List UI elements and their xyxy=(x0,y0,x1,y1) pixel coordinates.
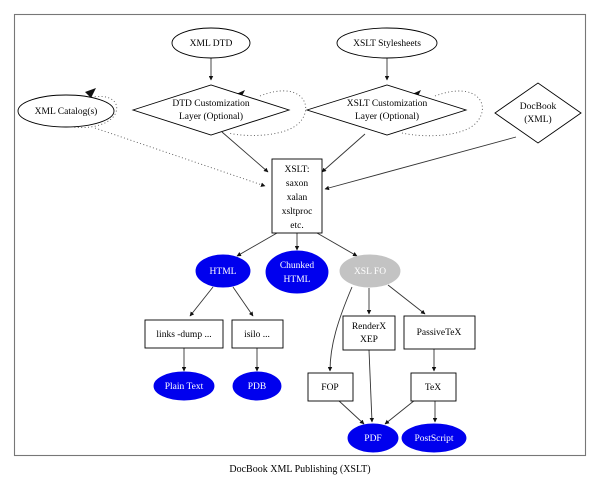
docbook-diamond xyxy=(494,82,582,144)
xml-dtd-ellipse xyxy=(171,27,251,59)
node-xslt-stylesheets[interactable]: XSLT Stylesheets xyxy=(336,27,438,59)
edge-renderx-xep-to-pdf xyxy=(368,349,375,423)
node-xslt-customization[interactable]: XSLT Customization Layer (Optional) xyxy=(305,84,468,136)
links-dump-label: links -dump ... xyxy=(156,330,211,340)
edge-html-to-links-dump xyxy=(189,286,214,317)
edge-dtd-customization-to-xslt-processor xyxy=(221,131,269,173)
edge-xml-catalogs-self-loop-arrowhead xyxy=(85,88,96,98)
pdf-ellipse xyxy=(347,423,399,453)
node-xml-catalogs[interactable]: XML Catalog(s) xyxy=(17,94,115,128)
figure-frame xyxy=(13,13,587,457)
xml-catalogs-ellipse xyxy=(17,94,115,128)
xslt-processor-line-0: XSLT: xyxy=(284,165,309,175)
xslt-processor-box xyxy=(271,158,323,234)
figure-caption: DocBook XML Publishing (XSLT) xyxy=(229,464,370,475)
node-tex[interactable]: TeX xyxy=(410,372,457,402)
edge-fop-to-pdf xyxy=(337,399,365,425)
node-chunked-html[interactable]: Chunked HTML xyxy=(265,250,329,294)
node-xsl-fo[interactable]: XSL FO xyxy=(339,254,401,288)
renderx-xep-box xyxy=(342,315,396,351)
edge-xsl-fo-to-passivetex xyxy=(387,284,426,315)
edge-html-to-isilo xyxy=(232,286,254,317)
node-fop[interactable]: FOP xyxy=(307,372,354,402)
renderx-xep-label-line2: XEP xyxy=(360,335,378,345)
edge-xml-catalogs-self-loop xyxy=(71,96,118,128)
xslt-customization-label-line2: Layer (Optional) xyxy=(355,111,419,122)
dtd-customization-diamond xyxy=(131,84,291,136)
pdf-label: PDF xyxy=(364,434,381,444)
xslt-processor-line-3: xsltproc xyxy=(282,207,313,217)
edge-xsl-fo-to-fop xyxy=(327,286,353,372)
edge-layer xyxy=(71,58,517,425)
node-dtd-customization[interactable]: DTD Customization Layer (Optional) xyxy=(131,84,291,136)
plain-text-label: Plain Text xyxy=(165,382,204,392)
isilo-box xyxy=(231,319,284,349)
node-pdf[interactable]: PDF xyxy=(347,423,399,453)
edge-xslt-customization-to-xslt-processor xyxy=(321,133,366,173)
edge-xslt-processor-to-html xyxy=(236,232,278,257)
docbook-label-line2: (XML) xyxy=(524,114,551,125)
isilo-label: isilo ... xyxy=(244,330,270,340)
tex-label: TeX xyxy=(425,383,441,393)
xsl-fo-ellipse xyxy=(339,254,401,288)
xslt-stylesheets-ellipse xyxy=(336,27,438,59)
chunked-html-label-line1: Chunked xyxy=(280,261,315,271)
node-postscript[interactable]: PostScript xyxy=(401,423,467,453)
node-html[interactable]: HTML xyxy=(195,254,251,288)
passivetex-label: PassiveTeX xyxy=(417,328,462,338)
dtd-customization-label-line1: DTD Customization xyxy=(172,99,250,109)
edge-xslt-processor-to-xsl-fo xyxy=(316,232,358,257)
chunked-html-ellipse xyxy=(265,250,329,294)
passivetex-box xyxy=(403,315,476,350)
fop-box xyxy=(307,372,354,402)
edge-docbook-to-xslt-processor xyxy=(324,136,517,191)
edge-tex-to-pdf xyxy=(384,399,416,425)
pdb-label: PDB xyxy=(248,382,266,392)
node-links-dump[interactable]: links -dump ... xyxy=(144,319,224,349)
node-pdb[interactable]: PDB xyxy=(232,371,282,401)
xslt-stylesheets-label: XSLT Stylesheets xyxy=(353,39,421,49)
node-isilo[interactable]: isilo ... xyxy=(231,319,284,349)
tex-box xyxy=(410,372,457,402)
pdb-ellipse xyxy=(232,371,282,401)
xslt-customization-label-line1: XSLT Customization xyxy=(347,99,428,109)
node-renderx-xep[interactable]: RenderX XEP xyxy=(342,315,396,351)
xslt-processor-line-2: xalan xyxy=(287,193,308,203)
node-docbook[interactable]: DocBook (XML) xyxy=(494,82,582,144)
xml-dtd-label: XML DTD xyxy=(190,39,233,49)
node-xslt-processor[interactable]: XSLT: saxon xalan xsltproc etc. xyxy=(271,158,323,234)
postscript-label: PostScript xyxy=(414,434,453,444)
edge-xml-catalogs-to-xslt-processor xyxy=(94,127,266,187)
xml-catalogs-label: XML Catalog(s) xyxy=(35,106,98,117)
fop-label: FOP xyxy=(321,383,338,393)
plain-text-ellipse xyxy=(153,371,215,401)
chunked-html-label-line2: HTML xyxy=(284,275,311,285)
renderx-xep-label-line1: RenderX xyxy=(352,322,386,332)
postscript-ellipse xyxy=(401,423,467,453)
dtd-customization-label-line2: Layer (Optional) xyxy=(179,111,243,122)
links-dump-box xyxy=(144,319,224,349)
xslt-processor-line-1: saxon xyxy=(286,179,308,189)
xslt-processor-line-4: etc. xyxy=(290,221,303,231)
html-label: HTML xyxy=(210,267,237,277)
xslt-customization-diamond xyxy=(305,84,468,136)
node-xml-dtd[interactable]: XML DTD xyxy=(171,27,251,59)
node-passivetex[interactable]: PassiveTeX xyxy=(403,315,476,350)
xsl-fo-label: XSL FO xyxy=(354,267,386,277)
node-plain-text[interactable]: Plain Text xyxy=(153,371,215,401)
html-ellipse xyxy=(195,254,251,288)
docbook-label-line1: DocBook xyxy=(520,102,557,112)
